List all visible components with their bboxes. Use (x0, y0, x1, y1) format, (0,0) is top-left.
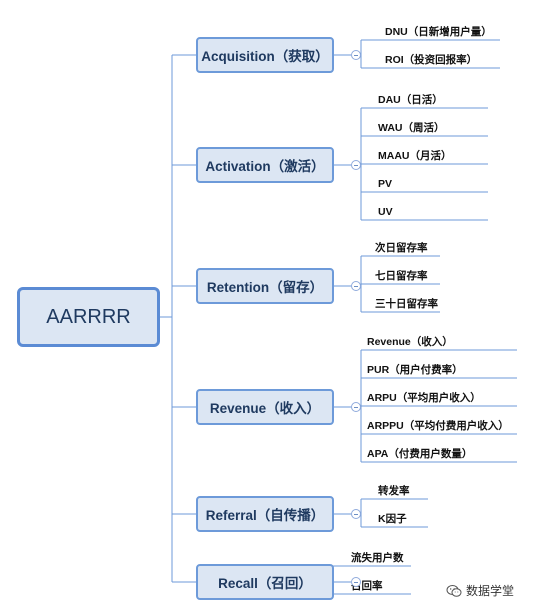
collapse-toggle-activation[interactable] (351, 160, 361, 170)
leaf-apa: APA（付费用户数量） (367, 448, 473, 460)
category-label: Retention（留存） (206, 280, 324, 295)
category-label: Acquisition（获取） (201, 49, 329, 64)
category-label: Recall（召回） (218, 576, 312, 591)
category-label: Revenue（收入） (209, 401, 321, 416)
wechat-icon (446, 584, 462, 597)
collapse-toggle-acquisition[interactable] (351, 50, 361, 60)
category-activation[interactable]: Activation（激活） (196, 147, 334, 183)
collapse-toggle-revenue[interactable] (351, 402, 361, 412)
leaf-pur: PUR（用户付费率） (367, 364, 463, 376)
category-retention[interactable]: Retention（留存） (196, 268, 334, 304)
category-revenue[interactable]: Revenue（收入） (196, 389, 334, 425)
category-acquisition[interactable]: Acquisition（获取） (196, 37, 334, 73)
category-referral[interactable]: Referral（自传播） (196, 496, 334, 532)
watermark: 数据学堂 (446, 582, 514, 599)
leaf-thirty-day-retention: 三十日留存率 (375, 298, 438, 310)
leaf-uv: UV (378, 206, 393, 218)
leaf-dau: DAU（日活） (378, 94, 443, 106)
leaf-churned-users: 流失用户数 (351, 552, 404, 564)
leaf-roi: ROI（投资回报率） (385, 54, 478, 66)
watermark-text: 数据学堂 (466, 584, 515, 598)
leaf-wau: WAU（周活） (378, 122, 445, 134)
category-label: Referral（自传播） (205, 508, 325, 523)
leaf-arpu: ARPU（平均用户收入） (367, 392, 481, 404)
category-label: Activation（激活） (205, 159, 325, 174)
root-label: AARRRR (46, 305, 131, 328)
collapse-toggle-referral[interactable] (351, 509, 361, 519)
leaf-seven-day-retention: 七日留存率 (375, 270, 428, 282)
leaf-k-factor: K因子 (378, 513, 407, 525)
leaf-maau: MAAU（月活） (378, 150, 452, 162)
collapse-toggle-retention[interactable] (351, 281, 361, 291)
leaf-forward-rate: 转发率 (378, 485, 410, 497)
collapse-toggle-recall[interactable] (351, 577, 361, 587)
leaf-pv: PV (378, 178, 393, 190)
leaf-arppu: ARPPU（平均付费用户收入） (367, 420, 509, 432)
leaf-revenue: Revenue（收入） (367, 336, 453, 348)
leaf-dnu: DNU（日新增用户量） (385, 26, 492, 38)
category-recall[interactable]: Recall（召回） (196, 564, 334, 600)
leaf-next-day-retention: 次日留存率 (375, 242, 428, 254)
root-node: AARRRR (17, 287, 160, 347)
